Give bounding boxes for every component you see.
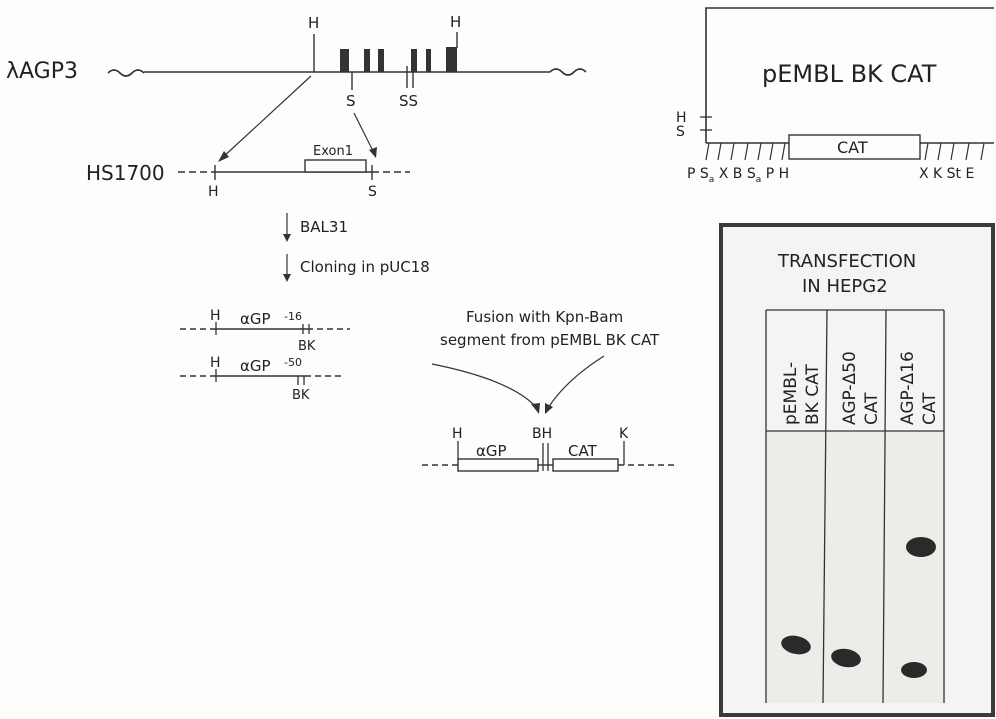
fusion-construct: H αGP BH CAT K — [422, 426, 676, 471]
genomic-clone-map: λAGP3 H H S SS — [6, 13, 586, 162]
construct-site-h: H — [452, 426, 463, 442]
hs1700-fragment: HS1700 Exon1 H S — [86, 144, 410, 200]
arrowhead — [531, 403, 540, 414]
plasmid-map: pEMBL BK CAT H S CAT P Sa X B Sa P H X K… — [676, 8, 994, 185]
lane-label-2b: CAT — [862, 392, 882, 425]
arrowhead — [545, 403, 553, 414]
fragment-site-h: H — [208, 184, 219, 200]
agp-promoter-box — [458, 459, 538, 471]
subclone-arrow-right — [354, 113, 374, 153]
construct-gene: αGP — [476, 442, 507, 460]
step-cloning: Cloning in pUC18 — [300, 258, 430, 276]
clone-name: λAGP3 — [6, 59, 78, 84]
fusion-line2: segment from pEMBL BK CAT — [440, 331, 660, 349]
site-tick — [782, 143, 785, 160]
left-sites-part3: P H — [761, 166, 789, 182]
deletion-number: -50 — [284, 356, 302, 369]
deletion-sites-bk: BK — [298, 339, 316, 354]
deletion-gene-label: αGP — [240, 357, 271, 375]
plasmid-name: pEMBL BK CAT — [762, 60, 937, 88]
site-label-s1: S — [346, 92, 356, 110]
deletion-minus16: H αGP -16 BK — [180, 308, 350, 354]
exon-block — [378, 49, 384, 72]
deletion-constructs: H αGP -16 BK H αGP -50 BK — [180, 308, 350, 403]
site-tick — [706, 143, 709, 160]
fusion-line1: Fusion with Kpn-Bam — [466, 308, 623, 326]
plasmid-left-sites: P Sa X B Sa P H — [687, 166, 789, 185]
lane-label-2a: AGP-Δ50 — [840, 351, 860, 425]
arrowhead — [283, 234, 291, 242]
deletion-site-h: H — [210, 355, 221, 371]
fusion-step: Fusion with Kpn-Bam segment from pEMBL B… — [432, 308, 660, 414]
exon1-label: Exon1 — [313, 144, 353, 159]
site-tick — [745, 143, 748, 160]
processing-steps: BAL31 Cloning in pUC18 — [283, 213, 430, 282]
site-label-h1: H — [308, 14, 319, 32]
step-bal31: BAL31 — [300, 218, 348, 236]
site-label-h2: H — [450, 13, 461, 31]
fusion-arrow-left — [432, 364, 537, 408]
site-tick — [951, 143, 954, 160]
left-sites-part2: X B S — [714, 166, 756, 182]
gel-spot-lane3-lower — [901, 662, 927, 678]
gel-title-line1: TRANSFECTION — [777, 251, 916, 272]
gel-panel: TRANSFECTION IN HEPG2 pEMBL- BK CAT AGP-… — [721, 225, 993, 715]
lane-label-1b: BK CAT — [803, 364, 823, 425]
plasmid-cat-label: CAT — [837, 138, 868, 157]
exon1-box — [305, 160, 366, 172]
site-tick — [758, 143, 761, 160]
site-tick — [770, 143, 773, 160]
construct-site-bh: BH — [532, 426, 552, 442]
arrowhead — [369, 147, 377, 158]
fragment-name: HS1700 — [86, 161, 165, 185]
lane-label-1a: pEMBL- — [781, 362, 801, 425]
deletion-number: -16 — [284, 310, 302, 323]
left-sites-part1: P S — [687, 166, 709, 182]
site-tick — [718, 143, 721, 160]
arrowhead — [283, 274, 291, 282]
fragment-site-s: S — [368, 184, 377, 200]
plasmid-site-s: S — [676, 124, 685, 140]
site-tick — [731, 143, 734, 160]
site-tick — [981, 143, 984, 160]
lane-label-3a: AGP-Δ16 — [898, 351, 918, 425]
plasmid-right-sites: X K St E — [919, 166, 974, 182]
exon-block — [426, 49, 431, 72]
construct-site-k: K — [619, 426, 629, 442]
cat-gene-box — [553, 459, 618, 471]
exon-block — [411, 49, 417, 72]
lane-label-3b: CAT — [920, 392, 940, 425]
gel-title-line2: IN HEPG2 — [802, 276, 888, 297]
exon-block — [340, 49, 349, 72]
deletion-sites-bk: BK — [292, 388, 310, 403]
subclone-arrow-left — [222, 76, 311, 158]
clone-right-wavy-end — [550, 69, 586, 75]
site-tick — [938, 143, 941, 160]
clone-left-wavy-end — [108, 70, 144, 76]
deletion-minus50: H αGP -50 BK — [180, 355, 345, 403]
exon-block — [364, 49, 370, 72]
site-tick — [966, 143, 969, 160]
deletion-gene-label: αGP — [240, 310, 271, 328]
fusion-arrow-right — [548, 356, 604, 408]
site-label-ss: SS — [399, 92, 418, 110]
gel-spot-lane3-upper — [906, 537, 936, 557]
site-tick — [925, 143, 928, 160]
deletion-site-h: H — [210, 308, 221, 324]
construct-reporter: CAT — [568, 442, 598, 460]
exon-block — [446, 47, 457, 72]
